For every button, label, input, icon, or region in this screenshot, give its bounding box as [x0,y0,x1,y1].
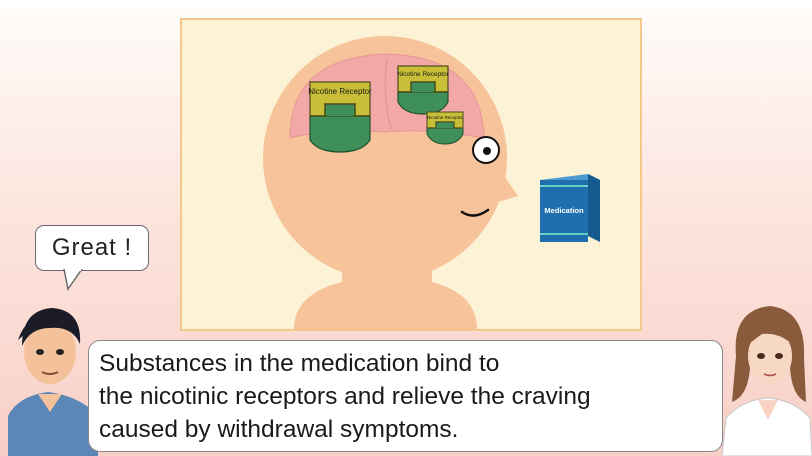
receptor-small: Nicotine Receptor [427,112,463,144]
receptor-label-medium: Nicotine Receptor [397,71,449,78]
male-character [8,296,98,456]
medication-box: Medication [540,174,600,242]
caption-box: Substances in the medication bind to the… [88,340,723,452]
speech-bubble-tail [62,269,86,291]
receptor-label-small: Nicotine Receptor [427,115,463,120]
illustration-panel: Nicotine Receptor Nicotine Receptor Nico… [180,18,642,331]
female-character [722,296,812,456]
receptor-medium: Nicotine Receptor [397,66,449,114]
speech-bubble: Great ! [35,225,149,271]
nose [498,170,518,202]
caption-line-1: Substances in the medication bind to [99,347,712,380]
brain-illustration: Nicotine Receptor Nicotine Receptor Nico… [182,20,640,329]
speech-bubble-text: Great ! [52,234,132,262]
caption-line-3: caused by withdrawal symptoms. [99,413,712,446]
receptor-large: Nicotine Receptor [308,82,372,152]
top-strip [0,0,812,9]
medication-label: Medication [544,206,584,215]
receptor-label-large: Nicotine Receptor [308,87,372,96]
caption-line-2: the nicotinic receptors and relieve the … [99,380,712,413]
